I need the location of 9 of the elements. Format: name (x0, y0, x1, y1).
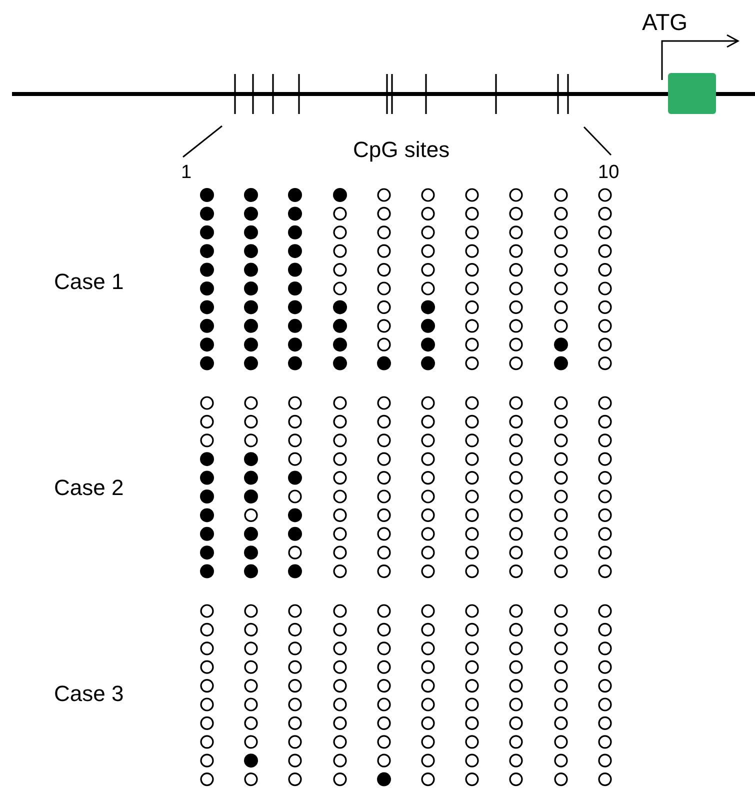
case-label: Case 3 (54, 683, 124, 705)
leader-line (583, 126, 612, 156)
region-label: CpG sites (353, 139, 450, 161)
site-number: 10 (598, 163, 620, 182)
case-label: Case 1 (54, 271, 124, 293)
gene-start-label: ATG (642, 11, 688, 34)
site-number: 1 (181, 163, 192, 182)
leader-line (182, 125, 222, 158)
case-label: Case 2 (54, 477, 124, 499)
